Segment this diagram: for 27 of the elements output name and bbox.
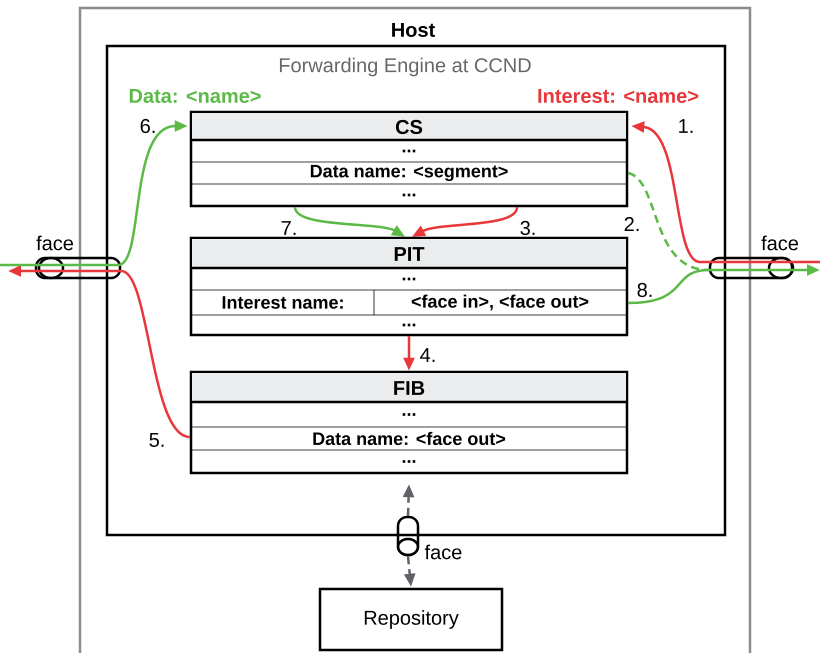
table-cell: ... — [402, 460, 416, 463]
table-cell: ... — [402, 194, 416, 196]
edge-label: 8. — [636, 282, 654, 298]
edge-label: 3. — [518, 220, 538, 236]
face-label: face — [424, 544, 462, 560]
edge-label: 1. — [676, 118, 696, 134]
table-cell: ... — [402, 150, 416, 152]
table-cell: Data name: <segment> — [310, 164, 508, 182]
face-label: face — [761, 236, 798, 250]
edge-label: 7. — [280, 220, 298, 236]
flow-label: Data: <name> — [130, 89, 261, 103]
table-cell: <face in>, <face out> — [412, 294, 588, 310]
table-cell: ... — [402, 413, 416, 416]
edge-label: 6. — [138, 118, 158, 134]
edge-label: 4. — [418, 347, 438, 363]
header-cell: PIT — [192, 239, 626, 268]
edge-label: 5. — [148, 432, 166, 448]
flow-label: Interest: <name> — [538, 89, 698, 103]
table-cell: Interest name: — [222, 296, 343, 309]
table-cell: Data name: <face out> — [313, 432, 506, 446]
table-cell: ... — [402, 278, 416, 280]
table-cell: ... — [402, 324, 416, 326]
edge-label: 2. — [622, 216, 642, 232]
repository-box: Repository — [318, 588, 504, 652]
header-cell: CS — [192, 113, 626, 140]
header-cell: FIB — [192, 373, 626, 402]
face-label: face — [36, 236, 73, 250]
